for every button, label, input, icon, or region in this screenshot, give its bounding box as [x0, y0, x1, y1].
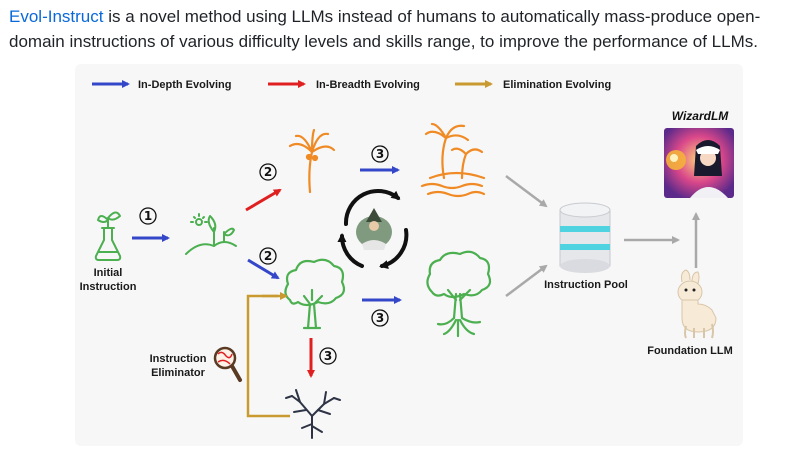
arrow-rooted-tree-to-pool	[505, 264, 548, 297]
legend-elimination-label: Elimination Evolving	[503, 79, 611, 91]
legend-breadth-label: In-Breadth Evolving	[316, 79, 420, 91]
legend: In-Depth Evolving In-Breadth Evolving El…	[92, 79, 611, 91]
database-icon	[559, 202, 611, 273]
step-3c-badge	[319, 347, 337, 365]
intro-text: is a novel method using LLMs instead of …	[9, 7, 761, 51]
eliminator-label-line1: Instruction	[150, 353, 207, 365]
intro-paragraph: Evol-Instruct is a novel method using LL…	[9, 4, 789, 54]
cycle-icon	[337, 188, 409, 269]
legend-depth-label: In-Depth Evolving	[138, 79, 232, 91]
wizard-avatar	[664, 128, 734, 198]
instruction-pool-label: Instruction Pool	[544, 279, 628, 291]
dead-tree-icon	[285, 389, 341, 439]
step-3a-number: 3	[376, 147, 384, 161]
initial-instruction-line2: Instruction	[80, 281, 137, 293]
evol-instruct-link[interactable]: Evol-Instruct	[9, 7, 104, 26]
elimination-bracket	[246, 294, 290, 418]
arrow-sprout-to-tree	[247, 258, 280, 280]
llama-icon	[677, 269, 717, 339]
sprout-icon	[185, 213, 237, 255]
magnifier-icon	[213, 346, 242, 382]
eliminator-label-line2: Eliminator	[151, 367, 206, 379]
tree-icon	[284, 258, 346, 330]
step-3b-badge	[371, 309, 389, 327]
step-2a-badge	[259, 163, 277, 181]
step-3b-number: 3	[376, 311, 384, 325]
diagram-panel	[75, 64, 743, 446]
palm-tree-icon	[288, 128, 336, 194]
step-1-badge	[139, 207, 157, 225]
foundation-llm-label: Foundation LLM	[647, 345, 733, 357]
step-1-number: 1	[144, 209, 152, 223]
arrow-sprout-to-palm	[245, 188, 282, 212]
step-2a-number: 2	[264, 165, 272, 179]
flask-sprout-icon	[94, 211, 122, 261]
step-3c-number: 3	[324, 349, 332, 363]
step-3a-badge	[371, 145, 389, 163]
step-2b-badge	[259, 247, 277, 265]
initial-instruction-line1: Initial	[94, 267, 123, 279]
wizardlm-label: WizardLM	[672, 109, 730, 123]
arrow-island-to-pool	[505, 175, 548, 208]
island-icon	[420, 122, 486, 198]
wizard-figure	[356, 208, 392, 250]
rooted-tree-icon	[426, 250, 492, 338]
step-2b-number: 2	[264, 249, 272, 263]
